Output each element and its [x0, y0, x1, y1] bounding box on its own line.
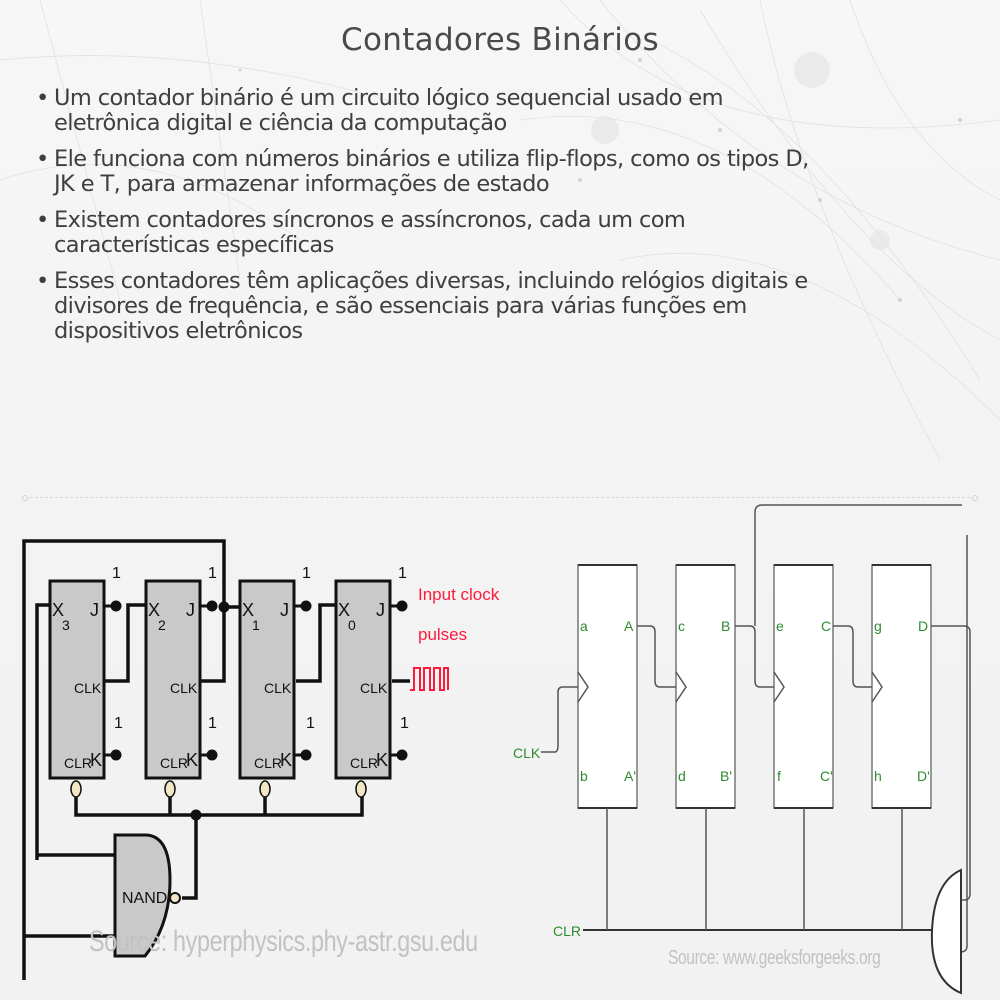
- page-title: Contadores Binários: [341, 22, 659, 58]
- svg-text:CLR: CLR: [160, 755, 188, 771]
- svg-text:X: X: [242, 600, 254, 620]
- svg-text:K: K: [376, 750, 388, 770]
- svg-text:CLK: CLK: [264, 680, 292, 696]
- svg-text:J: J: [186, 600, 195, 620]
- ripple-counter-diagram: a A b A' c B d B' e C f C' g D h D' CLK …: [513, 504, 971, 995]
- svg-text:X: X: [148, 600, 160, 620]
- and-gate-icon: [930, 868, 962, 995]
- svg-text:b: b: [580, 768, 588, 784]
- svg-text:1: 1: [112, 565, 121, 582]
- svg-text:CLR: CLR: [254, 755, 282, 771]
- svg-text:C': C': [820, 768, 833, 784]
- svg-text:CLK: CLK: [360, 680, 388, 696]
- svg-text:0: 0: [348, 617, 356, 633]
- bullet-dot-icon: •: [36, 85, 49, 111]
- bullet-dot-icon: •: [36, 268, 49, 294]
- svg-text:CLK: CLK: [170, 680, 198, 696]
- svg-text:J: J: [280, 600, 289, 620]
- clk-label: CLK: [513, 745, 541, 761]
- svg-text:CLR: CLR: [64, 755, 92, 771]
- section-divider: [22, 495, 978, 501]
- svg-text:1: 1: [252, 617, 260, 633]
- svg-text:1: 1: [306, 715, 315, 732]
- bullet-item: • Existem contadores síncronos e assíncr…: [36, 207, 686, 258]
- svg-text:1: 1: [398, 565, 407, 582]
- clock-label: Input clock: [418, 585, 500, 604]
- svg-text:K: K: [280, 750, 292, 770]
- svg-text:1: 1: [400, 715, 409, 732]
- svg-text:X: X: [338, 600, 350, 620]
- svg-text:D: D: [918, 618, 928, 634]
- clock-pulse-icon: [410, 667, 449, 691]
- nand-label: NAND: [122, 890, 167, 907]
- svg-text:J: J: [90, 600, 99, 620]
- svg-text:a: a: [580, 618, 588, 634]
- svg-text:A': A': [624, 768, 636, 784]
- svg-text:B: B: [721, 618, 730, 634]
- svg-text:J: J: [376, 600, 385, 620]
- svg-text:g: g: [874, 618, 882, 634]
- svg-text:c: c: [678, 618, 685, 634]
- left-source-credit: Source: hyperphysics.phy-astr.gsu.edu: [89, 925, 478, 958]
- jk-counter-diagram: NAND X3 X2 X1 X0 J J J J K K K K CLK CLK…: [22, 539, 500, 980]
- svg-text:1: 1: [208, 565, 217, 582]
- svg-text:1: 1: [302, 565, 311, 582]
- right-source-credit: Source: www.geeksforgeeks.org: [668, 947, 881, 969]
- nand-gate-icon: [113, 833, 172, 958]
- svg-text:1: 1: [208, 715, 217, 732]
- svg-text:h: h: [874, 768, 882, 784]
- svg-text:C: C: [821, 618, 831, 634]
- svg-text:d: d: [678, 768, 686, 784]
- svg-text:X: X: [52, 600, 64, 620]
- svg-text:pulses: pulses: [418, 625, 467, 644]
- svg-text:K: K: [186, 750, 198, 770]
- bullet-dot-icon: •: [36, 146, 49, 172]
- svg-text:e: e: [776, 618, 784, 634]
- svg-text:1: 1: [114, 715, 123, 732]
- svg-text:3: 3: [62, 617, 70, 633]
- svg-text:K: K: [90, 750, 102, 770]
- svg-text:B': B': [720, 768, 732, 784]
- svg-text:CLK: CLK: [74, 680, 102, 696]
- svg-text:2: 2: [158, 617, 166, 633]
- bullet-item: • Esses contadores têm aplicações divers…: [36, 268, 808, 344]
- bullet-dot-icon: •: [36, 207, 49, 233]
- clr-label: CLR: [553, 923, 581, 939]
- bullet-list: • Um contador binário é um circuito lógi…: [32, 86, 972, 355]
- svg-text:CLR: CLR: [350, 755, 378, 771]
- bullet-item: • Ele funciona com números binários e ut…: [36, 146, 809, 197]
- bullet-item: • Um contador binário é um circuito lógi…: [36, 85, 724, 136]
- svg-text:f: f: [777, 768, 781, 784]
- svg-text:D': D': [917, 768, 930, 784]
- svg-text:A: A: [624, 618, 634, 634]
